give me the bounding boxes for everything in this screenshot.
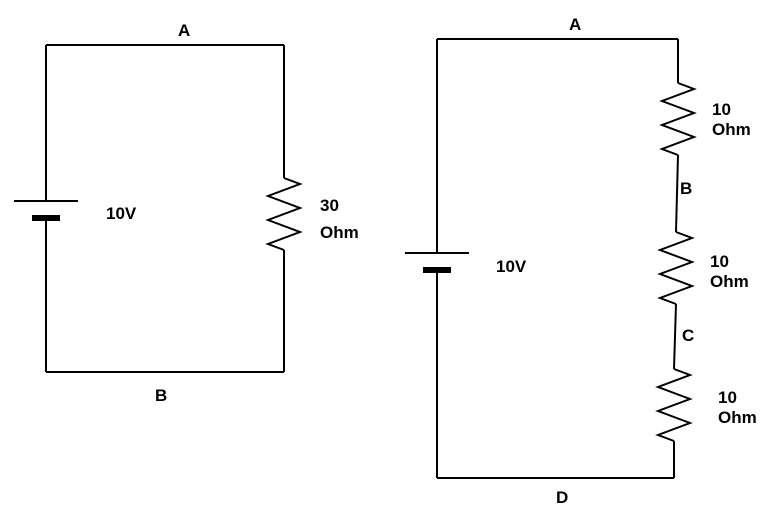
right-resistor-1-unit: Ohm [712,120,751,139]
right-battery-long-plate [405,252,469,254]
right-battery-symbol [405,252,469,273]
right-circuit [436,38,697,479]
left-node-b-label: B [155,386,168,405]
right-battery-short-plate [423,267,451,273]
left-resistor-label: 30 Ohm [320,196,359,242]
right-wire-r1-to-r2 [675,154,679,233]
left-resistor-value: 30 [320,196,339,215]
right-resistor-1-value: 10 [712,100,731,119]
right-resistor-1-label: 10 Ohm [712,100,751,139]
left-source-voltage-label: 10V [106,204,137,223]
left-circuit [45,44,303,373]
left-battery-long-plate [14,200,78,202]
right-node-a-label: A [569,15,582,34]
right-resistor-1-zigzag [659,82,697,156]
right-resistor-3-zigzag [655,368,693,442]
right-wire-r2-to-r3 [673,303,677,370]
right-resistor-2-zigzag [657,231,695,305]
right-node-d-label: D [556,488,569,507]
right-node-b-label: B [680,179,693,198]
left-battery-symbol [14,200,78,221]
right-resistor-3-value: 10 [718,388,737,407]
right-resistor-2-label: 10 Ohm [710,252,749,291]
right-resistor-3-unit: Ohm [718,408,757,427]
left-battery-short-plate [32,215,60,221]
left-node-a-label: A [178,21,191,40]
left-resistor-unit: Ohm [320,223,359,242]
left-resistor-zigzag [265,177,303,251]
right-source-voltage-label: 10V [496,257,527,276]
right-resistor-2-value: 10 [710,252,729,271]
right-resistor-2-unit: Ohm [710,272,749,291]
right-resistor-3-label: 10 Ohm [718,388,757,427]
right-node-c-label: C [682,326,695,345]
